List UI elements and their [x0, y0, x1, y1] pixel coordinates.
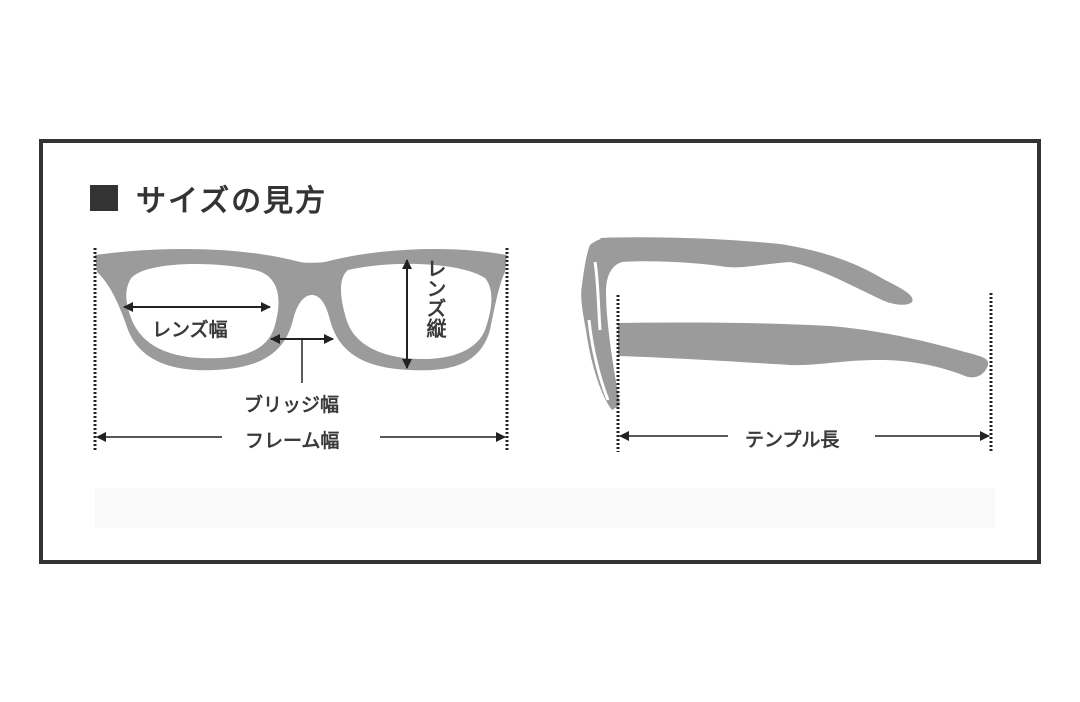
title-text: サイズの見方 — [136, 184, 328, 219]
side-view-glasses — [581, 237, 989, 410]
square-bullet-icon — [90, 185, 118, 211]
section-title: サイズの見方 — [90, 176, 327, 220]
faded-text-area — [95, 488, 995, 528]
temple-length-label: テンプル長 — [745, 429, 840, 451]
frame-width-label: フレーム幅 — [245, 430, 340, 452]
lens-width-label: レンズ幅 — [152, 319, 228, 341]
lens-height-label: レンズ縦 — [423, 258, 447, 338]
bridge-width-label: ブリッジ幅 — [244, 394, 340, 416]
